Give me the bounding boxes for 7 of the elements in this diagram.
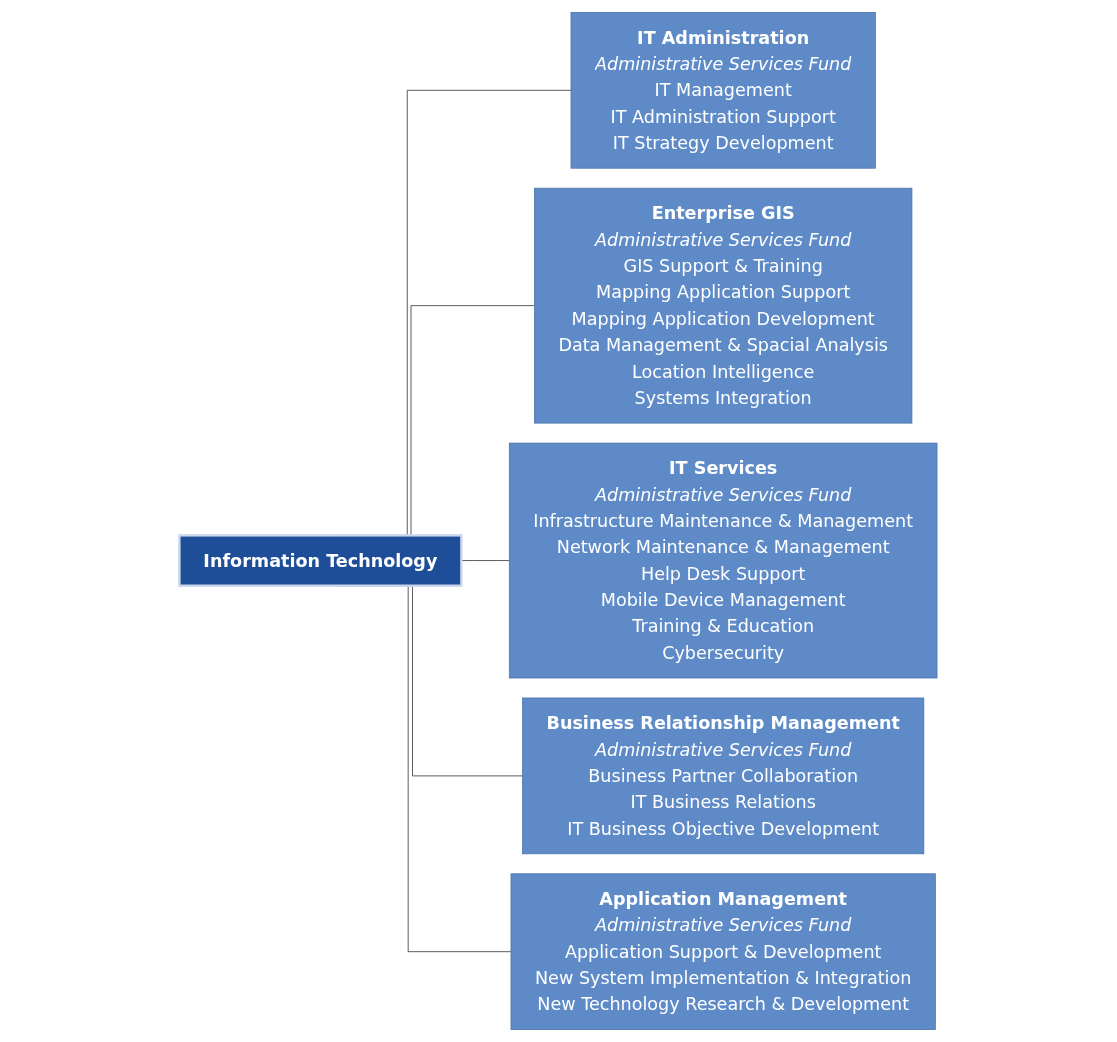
node-box: Business Relationship Management Administrative Services Fund Business Partner Collaboration IT Business Relations IT Business Objective Development	[522, 697, 925, 855]
node-box: Application Management Administrative Services Fund Application Support & Development New System Implementation & Integration New Technology Research & Development	[510, 873, 937, 1030]
node-box: IT Services Administrative Services Fund Infrastructure Maintenance & Management Network Maintenance & Management Help Desk Support Mobile Device Management Training & Education Cybersecurity	[509, 442, 938, 679]
node-box: Enterprise GIS Administrative Services Fund GIS Support & Training Mapping Application Support Mapping Application Development Data Management & Spacial Analysis Location Intelligence Systems Integration	[534, 187, 913, 424]
connector	[461, 560, 510, 561]
node-box: IT Administration Administrative Services Fund IT Management IT Administration Support IT Strategy Development	[570, 12, 876, 169]
node-box: Information Technology	[178, 534, 463, 587]
